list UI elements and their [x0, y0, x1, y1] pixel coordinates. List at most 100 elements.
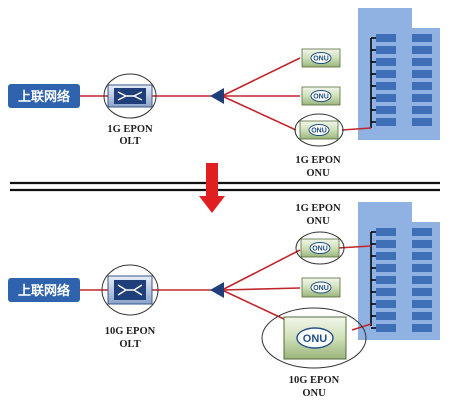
- splitter-to-onu-2: [221, 287, 301, 291]
- uplink-badge: [8, 84, 80, 108]
- building-window: [376, 58, 396, 66]
- top-olt: 1G EPON OLT: [103, 73, 157, 147]
- top-fiber-lines: [80, 57, 372, 131]
- onu-device: ONU: [301, 86, 341, 106]
- building-window: [412, 94, 432, 102]
- building-window: [376, 106, 396, 114]
- uplink-label: 上联网络: [18, 89, 70, 104]
- building-window: [412, 300, 432, 308]
- building-window: [412, 58, 432, 66]
- onu-device: ONU: [295, 231, 345, 265]
- building-window: [412, 324, 432, 332]
- top-building: [358, 8, 440, 140]
- onu-badge: ONU: [312, 246, 328, 253]
- onu-logo-icon: [310, 52, 332, 64]
- building-window: [412, 70, 432, 78]
- onu-to-building-2: [351, 323, 372, 331]
- top-section: 上联网络 1G EPON OLT ONU ONU: [8, 8, 440, 179]
- cable-taps: [371, 37, 376, 123]
- cable-taps: [371, 231, 376, 329]
- olt-label-line2: OLT: [119, 339, 140, 350]
- building-window: [376, 70, 396, 78]
- down-arrow-icon: [199, 163, 225, 213]
- optical-splitter-icon: [210, 88, 224, 104]
- uplink-label: 上联网络: [18, 283, 70, 298]
- building-window: [412, 34, 432, 42]
- building-window: [376, 228, 396, 236]
- building-roof: [358, 202, 412, 222]
- onu-highlight-ring: [295, 231, 345, 265]
- splitter-to-onu-1: [221, 57, 301, 97]
- onu-badge: ONU: [311, 128, 327, 135]
- onu-logo-icon: [308, 124, 330, 136]
- building-window: [412, 240, 432, 248]
- onu-badge: ONU: [303, 333, 328, 345]
- onu-logo-icon: [310, 281, 332, 294]
- splitter-to-onu-3: [221, 95, 297, 131]
- olt-label-line1: 10G EPON: [105, 326, 156, 337]
- onu-device: ONU: [301, 277, 341, 298]
- onu-logo-icon: [309, 242, 331, 254]
- building-window: [412, 288, 432, 296]
- building-window: [412, 46, 432, 54]
- bottom-uplink-network: 上联网络: [8, 278, 80, 302]
- top-uplink-network: 上联网络: [8, 84, 80, 108]
- onu-label-line1: 1G EPON: [295, 155, 341, 166]
- building-roof: [358, 8, 412, 28]
- building-window: [376, 252, 396, 260]
- building-window: [376, 264, 396, 272]
- bottom-building: [358, 202, 440, 340]
- building-window: [376, 312, 396, 320]
- onu-label-line2: ONU: [306, 168, 330, 179]
- building-windows: [376, 34, 432, 126]
- switch-arrows-icon: [117, 284, 143, 296]
- onu-logo-icon: [310, 90, 332, 102]
- building-window: [376, 82, 396, 90]
- onu-top-label-line2: ONU: [306, 216, 330, 227]
- bottom-onu-group: 1G EPON ONU ONU ONU ONU 10G EPON ONU: [261, 203, 367, 399]
- upgrade-divider: [10, 163, 440, 213]
- building-window: [376, 46, 396, 54]
- onu-highlight-ring: [294, 113, 344, 147]
- onu-bottom-label-line2: ONU: [302, 388, 326, 399]
- onu-device: ONU: [301, 48, 341, 68]
- onu-device-large: ONU: [261, 307, 367, 369]
- building-window: [376, 288, 396, 296]
- olt-label-line1: 1G EPON: [107, 124, 153, 135]
- building-window: [376, 34, 396, 42]
- building-window: [376, 118, 396, 126]
- bottom-fiber-lines: [80, 245, 372, 331]
- olt-highlight-ring: [101, 264, 159, 316]
- bottom-section: 上联网络 10G EPON OLT 1G EPON ONU ONU: [8, 202, 440, 399]
- uplink-badge: [8, 278, 80, 302]
- onu-badge: ONU: [313, 94, 329, 101]
- building-window: [412, 228, 432, 236]
- building-window: [412, 276, 432, 284]
- building-window: [376, 276, 396, 284]
- optical-splitter-icon: [210, 282, 224, 298]
- onu-device: ONU: [294, 113, 344, 147]
- olt-highlight-ring: [103, 73, 157, 119]
- onu-badge: ONU: [313, 285, 329, 292]
- onu-bottom-label-line1: 10G EPON: [289, 375, 340, 386]
- building-window: [412, 106, 432, 114]
- switch-arrows-icon: [117, 91, 143, 101]
- onu-highlight-ring: [261, 307, 367, 369]
- building-window: [412, 252, 432, 260]
- splitter-to-onu-1: [221, 249, 301, 291]
- onu-to-building: [341, 127, 372, 131]
- building-windows: [376, 228, 432, 332]
- building-window: [376, 300, 396, 308]
- building-window: [376, 324, 396, 332]
- onu-top-label-line1: 1G EPON: [295, 203, 341, 214]
- building-window: [412, 82, 432, 90]
- onu-badge: ONU: [313, 56, 329, 63]
- olt-label-line2: OLT: [119, 136, 140, 147]
- building-window: [376, 240, 396, 248]
- top-onu-group: ONU ONU ONU 1G EPON ONU: [294, 48, 344, 179]
- splitter-to-onu-3: [221, 289, 287, 321]
- building-window: [412, 264, 432, 272]
- building-window: [412, 118, 432, 126]
- building-window: [376, 94, 396, 102]
